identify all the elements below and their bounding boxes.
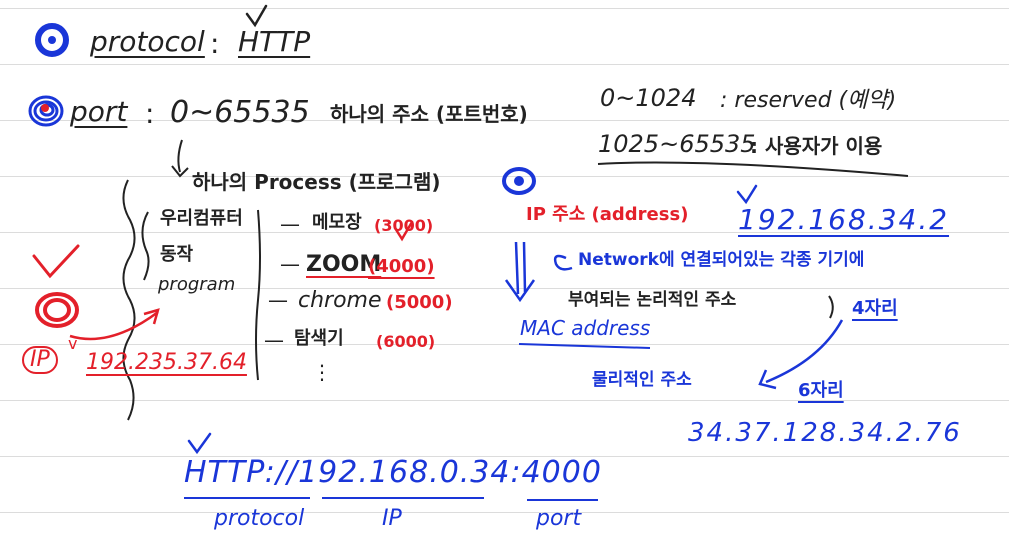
blue-down-arrow-icon <box>504 241 536 303</box>
program-item-name: ZOOM <box>306 252 382 277</box>
programs-heading-2: 동작 <box>160 244 194 265</box>
program-item-port: (6000) <box>376 332 436 351</box>
ip-address-desc-1: Network에 연결되어있는 각종 기기에 <box>578 250 865 270</box>
brace-left <box>141 211 150 281</box>
program-item-port: (4000) <box>368 256 435 277</box>
url-label-port: port <box>536 506 582 531</box>
programs-heading-1: 우리컴퓨터 <box>160 208 243 229</box>
program-item-dash: — <box>280 252 300 276</box>
port-label: port <box>70 95 128 128</box>
check-mark-icon-http <box>245 4 268 28</box>
ip-address-label: IP 주소 (address) <box>526 204 689 225</box>
port-korean-desc: 하나의 주소 (포트번호) <box>330 102 528 126</box>
bullet-scribble-icon-port <box>28 95 64 127</box>
process-note: 하나의 Process (프로그램) <box>192 170 441 194</box>
port-range: 0~65535 <box>170 95 310 130</box>
bullet-circle-icon-protocol <box>35 23 69 57</box>
program-item-name: 탐색기 <box>294 328 344 349</box>
program-item-port: (5000) <box>386 292 453 313</box>
program-item-dash: — <box>280 212 300 236</box>
program-item-dash: — <box>264 328 284 352</box>
mac-value: 34.37.128.34.2.76 <box>688 418 962 448</box>
mac-description: 물리적인 주소 <box>592 370 692 390</box>
wavy-divider <box>122 179 136 421</box>
url-label-ip: IP <box>382 506 402 531</box>
mac-label: MAC address <box>520 316 651 340</box>
reserved-text: : reserved (예약) <box>720 88 897 113</box>
usable-range: 1025~65535 <box>598 130 756 158</box>
red-arrow-icon <box>69 308 160 341</box>
ip-address-digits: 4자리 <box>852 298 898 319</box>
program-item-port: (3000) <box>374 216 434 235</box>
port-colon: : <box>145 97 155 130</box>
check-mark-icon-ip-right <box>736 184 758 205</box>
program-list-divider <box>255 209 261 381</box>
mac-digits: 6자리 <box>798 380 844 401</box>
program-item-dash: — <box>268 288 288 312</box>
blue-hook-icon <box>553 254 573 271</box>
url-example: HTTP://192.168.0.34:4000 <box>184 455 602 490</box>
ip-left-label: IP <box>22 346 58 374</box>
protocol-value: HTTP <box>238 25 311 58</box>
url-label-protocol: protocol <box>214 506 305 531</box>
ip-address-value: 192.168.34.2 <box>738 203 950 236</box>
check-mark-icon-url <box>187 432 212 455</box>
ip-left-value: 192.235.37.64 <box>86 350 247 375</box>
paren-close <box>828 295 834 319</box>
red-circle-icon <box>35 292 79 328</box>
check-mark-icon-red <box>32 244 80 279</box>
arrow-to-6digits <box>758 319 844 390</box>
programs-heading-3: program <box>158 274 236 295</box>
ip-address-desc-2: 부여되는 논리적인 주소 <box>568 290 737 310</box>
usable-underline <box>597 161 909 177</box>
program-item-name: 메모장 <box>312 212 362 233</box>
mac-underline <box>518 343 651 349</box>
protocol-label: protocol <box>90 25 205 58</box>
program-item-name: chrome <box>298 288 382 313</box>
program-list-ellipsis: ⋮ <box>312 360 332 384</box>
arrow-down-icon-process <box>171 139 189 178</box>
ip-left-check: v <box>68 334 78 353</box>
protocol-colon: : <box>210 27 220 60</box>
usable-text: : 사용자가 이용 <box>750 134 883 158</box>
target-icon <box>502 167 536 195</box>
reserved-range: 0~1024 <box>600 84 697 112</box>
